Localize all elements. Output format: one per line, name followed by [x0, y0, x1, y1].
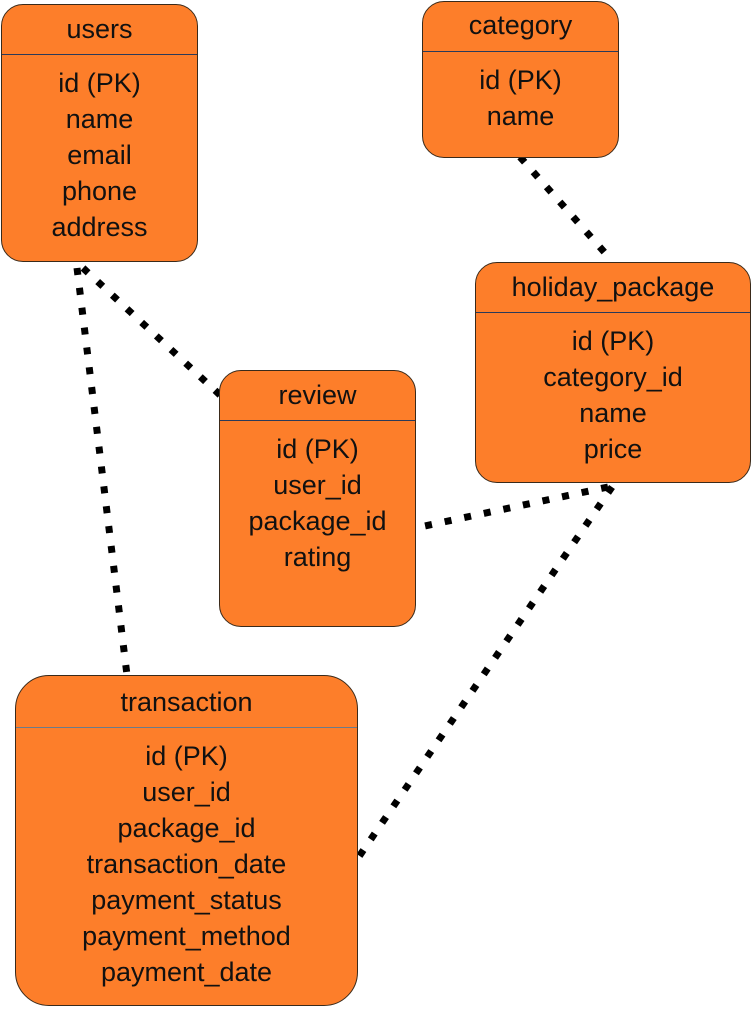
field: name — [579, 398, 647, 428]
field: price — [583, 434, 643, 464]
field: id (PK) — [145, 741, 228, 771]
entity-title: holiday_package — [476, 263, 750, 313]
field: name — [65, 104, 134, 134]
entity-holiday-package: holiday_package id (PK) category_id name… — [475, 262, 751, 483]
field: id (PK) — [58, 68, 141, 98]
entity-review: review id (PK) user_id package_id rating — [219, 370, 416, 627]
field-list: id (PK) user_id package_id transaction_d… — [16, 728, 357, 990]
entity-category: category id (PK) name — [422, 1, 619, 158]
entity-title: users — [2, 5, 197, 55]
field: transaction_date — [86, 849, 287, 879]
field: phone — [61, 176, 138, 206]
entity-title: transaction — [16, 676, 357, 728]
field: id (PK) — [571, 326, 655, 356]
field-list: id (PK) category_id name price — [476, 313, 750, 467]
field: payment_status — [91, 885, 282, 915]
entity-title: category — [423, 2, 618, 52]
connector-users-transaction — [73, 267, 131, 676]
connector-category-holiday-package — [517, 154, 609, 257]
entity-title: review — [220, 371, 415, 421]
connector-holiday-package-transaction — [355, 485, 615, 860]
field: package_id — [248, 506, 387, 536]
field: address — [51, 212, 148, 242]
field-list: id (PK) user_id package_id rating — [220, 421, 415, 575]
field: user_id — [142, 777, 231, 807]
entity-transaction: transaction id (PK) user_id package_id t… — [15, 675, 358, 1006]
connector-users-review — [80, 265, 223, 398]
field: id (PK) — [276, 434, 359, 464]
field: id (PK) — [479, 65, 562, 95]
field-list: id (PK) name — [423, 52, 618, 134]
field: package_id — [117, 813, 256, 843]
field: user_id — [273, 470, 362, 500]
connector-holiday-package-review — [419, 483, 609, 531]
field-list: id (PK) name email phone address — [2, 55, 197, 245]
entity-users: users id (PK) name email phone address — [1, 4, 198, 262]
field: name — [486, 101, 555, 131]
field: rating — [283, 542, 352, 572]
field: category_id — [543, 362, 683, 392]
field: email — [67, 140, 132, 170]
field: payment_date — [100, 957, 273, 987]
field: payment_method — [82, 921, 291, 951]
